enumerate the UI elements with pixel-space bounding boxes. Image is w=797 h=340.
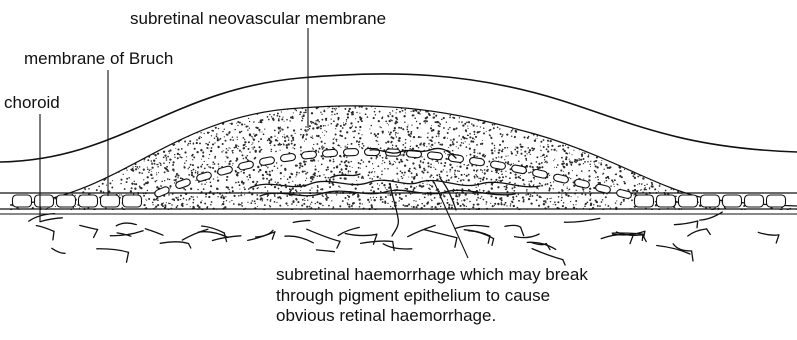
label-haemorrhage: subretinal haemorrhage which may break t… [276,265,588,327]
choroid-tissue [29,212,779,265]
label-neovascular-membrane: subretinal neovascular membrane [130,9,386,29]
label-haemorrhage-line-2: through pigment epithelium to cause [276,286,588,307]
label-choroid: choroid [4,93,60,113]
elevated-pigment-epithelium [154,148,632,199]
label-membrane-of-bruch: membrane of Bruch [24,49,173,69]
neovascular-membrane-mound [9,99,797,211]
label-haemorrhage-line-3: obvious retinal haemorrhage. [276,306,588,327]
label-haemorrhage-line-1: subretinal haemorrhage which may break [276,265,588,286]
